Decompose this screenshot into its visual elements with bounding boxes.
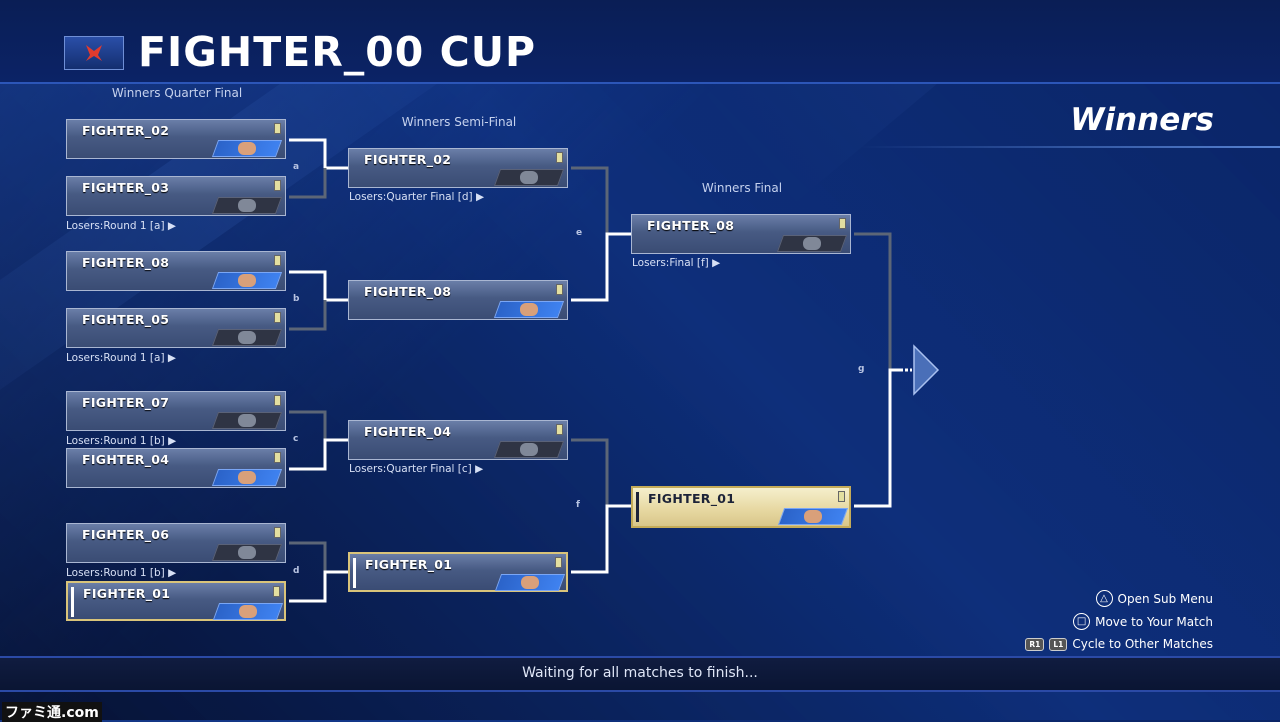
character-portrait <box>493 301 565 318</box>
fighter-name: FIGHTER_02 <box>82 123 170 138</box>
match-letter: d <box>293 566 300 576</box>
round-label-quarter: Winners Quarter Final <box>111 86 243 100</box>
match-letter: f <box>576 500 580 510</box>
selection-marker <box>636 492 639 522</box>
match-letter: g <box>858 364 865 374</box>
bracket-section-title: Winners <box>1070 102 1214 138</box>
section-divider <box>860 146 1280 148</box>
status-icon <box>274 180 281 191</box>
fighter-name: FIGHTER_07 <box>82 395 170 410</box>
bracket-slot[interactable]: FIGHTER_08 <box>348 280 568 320</box>
fighter-name: FIGHTER_06 <box>82 527 170 542</box>
fighter-name: FIGHTER_01 <box>648 491 736 506</box>
fighter-name: FIGHTER_01 <box>365 557 453 572</box>
l1-button-icon: L1 <box>1049 637 1068 651</box>
status-message: Waiting for all matches to finish... <box>522 665 758 681</box>
help-move-match: □ Move to Your Match <box>1073 613 1213 630</box>
fighter-name: FIGHTER_08 <box>364 284 452 299</box>
losers-link[interactable]: Losers:Round 1 [b] ▶ <box>66 567 177 579</box>
bracket-slot-player[interactable]: FIGHTER_01 <box>631 486 851 528</box>
status-icon <box>274 312 281 323</box>
character-portrait <box>211 197 283 214</box>
losers-link[interactable]: Losers:Final [f] ▶ <box>632 257 721 269</box>
bracket-slot[interactable]: FIGHTER_06 <box>66 523 286 563</box>
character-portrait <box>211 272 283 289</box>
character-portrait <box>211 469 283 486</box>
status-icon <box>556 152 563 163</box>
bracket-slot[interactable]: FIGHTER_02 <box>348 148 568 188</box>
fighter-name: FIGHTER_01 <box>83 586 171 601</box>
match-letter: a <box>293 162 300 172</box>
status-icon <box>274 255 281 266</box>
bracket-slot[interactable]: FIGHTER_05 <box>66 308 286 348</box>
round-label-final: Winners Final <box>701 181 783 195</box>
game-logo-icon <box>64 36 124 70</box>
bracket-slot[interactable]: FIGHTER_07 <box>66 391 286 431</box>
title-bar: FIGHTER_00 CUP <box>0 0 1280 84</box>
status-icon <box>556 424 563 435</box>
losers-link[interactable]: Losers:Round 1 [b] ▶ <box>66 435 177 447</box>
status-icon <box>274 395 281 406</box>
status-icon <box>838 491 845 502</box>
character-portrait <box>211 412 283 429</box>
bracket-slot-player[interactable]: FIGHTER_01 <box>66 581 286 621</box>
help-sub-menu: △ Open Sub Menu <box>1095 590 1213 607</box>
character-portrait <box>494 574 566 591</box>
match-letter: c <box>293 434 299 444</box>
losers-link[interactable]: Losers:Round 1 [a] ▶ <box>66 220 176 232</box>
status-bar: Waiting for all matches to finish... <box>0 656 1280 692</box>
bracket-slot[interactable]: FIGHTER_04 <box>66 448 286 488</box>
character-portrait <box>493 169 565 186</box>
character-portrait <box>212 603 284 620</box>
watermark-logo: ファミ通.com <box>2 702 102 722</box>
status-icon <box>274 123 281 134</box>
character-portrait <box>493 441 565 458</box>
help-label: Cycle to Other Matches <box>1072 637 1213 651</box>
tournament-title: FIGHTER_00 CUP <box>138 28 537 76</box>
square-button-icon: □ <box>1073 613 1091 630</box>
status-icon <box>273 586 280 597</box>
bracket-slot[interactable]: FIGHTER_08 <box>66 251 286 291</box>
character-portrait <box>211 140 283 157</box>
help-label: Open Sub Menu <box>1117 591 1213 606</box>
bracket-slot-player[interactable]: FIGHTER_01 <box>348 552 568 592</box>
status-icon <box>274 527 281 538</box>
character-portrait <box>777 508 849 525</box>
fighter-name: FIGHTER_05 <box>82 312 170 327</box>
status-icon <box>274 452 281 463</box>
character-portrait <box>211 329 283 346</box>
match-letter: b <box>293 294 300 304</box>
character-portrait <box>776 235 848 252</box>
bracket-slot[interactable]: FIGHTER_08 <box>631 214 851 254</box>
status-icon <box>555 557 562 568</box>
fighter-name: FIGHTER_08 <box>82 255 170 270</box>
bracket-slot[interactable]: FIGHTER_02 <box>66 119 286 159</box>
triangle-button-icon: △ <box>1095 590 1113 607</box>
losers-link[interactable]: Losers:Round 1 [a] ▶ <box>66 352 176 364</box>
fighter-name: FIGHTER_08 <box>647 218 735 233</box>
character-portrait <box>211 544 283 561</box>
bracket-slot[interactable]: FIGHTER_03 <box>66 176 286 216</box>
status-icon <box>556 284 563 295</box>
losers-link[interactable]: Losers:Quarter Final [c] ▶ <box>349 463 484 475</box>
fighter-name: FIGHTER_03 <box>82 180 170 195</box>
selection-marker <box>71 587 74 617</box>
fighter-name: FIGHTER_04 <box>364 424 452 439</box>
round-label-semi: Winners Semi-Final <box>401 115 517 129</box>
status-icon <box>839 218 846 229</box>
help-label: Move to Your Match <box>1095 614 1213 629</box>
r1-button-icon: R1 <box>1025 637 1045 651</box>
fighter-name: FIGHTER_04 <box>82 452 170 467</box>
selection-marker <box>353 558 356 588</box>
match-letter: e <box>576 228 583 238</box>
fighter-name: FIGHTER_02 <box>364 152 452 167</box>
bracket-slot[interactable]: FIGHTER_04 <box>348 420 568 460</box>
losers-link[interactable]: Losers:Quarter Final [d] ▶ <box>349 191 485 203</box>
next-bracket-arrow-icon[interactable] <box>912 344 940 396</box>
help-cycle-matches: R1 L1 Cycle to Other Matches <box>1025 637 1213 651</box>
